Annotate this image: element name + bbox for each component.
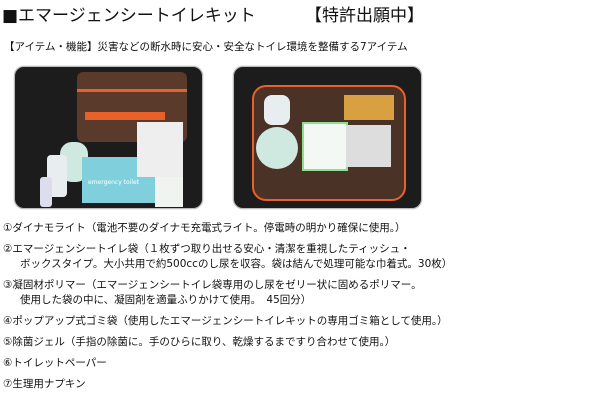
kit-contents-photo: emergency toilet	[14, 66, 203, 209]
item-text: 使用した袋の中に、凝固剤を適量ふりかけて使用。 45回分）	[20, 294, 312, 306]
intro-text: 【アイテム・機能】災害などの断水時に安心・安全なトイレ環境を整備する7アイテム	[4, 41, 408, 53]
napkin-package	[302, 122, 348, 171]
gel-bottle	[47, 155, 67, 197]
toilet-paper	[256, 127, 298, 169]
dynamo-light-package	[137, 122, 183, 177]
small-bottle	[40, 177, 52, 207]
kit-packed-photo	[233, 66, 422, 209]
item-text: ④ポップアップ式ゴミ袋（使用したエマージェンシートイレキットの専用ゴミ箱として使…	[3, 315, 448, 327]
list-item: ③凝固材ポリマー（エマージェンシートイレ袋専用のし尿をゼリー状に固めるポリマー。…	[3, 278, 452, 308]
list-item: ④ポップアップ式ゴミ袋（使用したエマージェンシートイレキットの専用ゴミ箱として使…	[3, 314, 452, 329]
list-item: ②エマージェンシートイレ袋（１枚ずつ取り出せる安心・清潔を重視したティッシュ・ボ…	[3, 242, 452, 272]
napkin-package	[155, 177, 183, 207]
item-text: ③凝固材ポリマー（エマージェンシートイレ袋専用のし尿をゼリー状に固めるポリマー。	[3, 279, 422, 291]
page-title: ■エマージェンシートイレキット	[2, 6, 256, 26]
light-package	[344, 95, 394, 120]
bag-package	[346, 125, 391, 167]
box-label: emergency toilet	[88, 179, 140, 186]
item-text: ①ダイナモライト（電池不要のダイナモ充電式ライト。停電時の明かり確保に使用。）	[3, 222, 406, 234]
item-text: ⑤除菌ジェル（手指の除菌に。手のひらに取り、乾燥するまですり合わせて使用。）	[3, 336, 396, 348]
gel-bottle	[264, 95, 290, 125]
item-text: ⑥トイレットペーパー	[3, 357, 107, 369]
bag-trim	[85, 112, 165, 120]
item-text: ボックスタイプ。大小共用で約500ccのし尿を収容。袋は結んで処理可能な巾着式。…	[20, 258, 453, 270]
list-item: ⑥トイレットペーパー	[3, 356, 452, 371]
item-list: ①ダイナモライト（電池不要のダイナモ充電式ライト。停電時の明かり確保に使用。） …	[3, 221, 452, 392]
bag-trim	[77, 89, 187, 92]
list-item: ①ダイナモライト（電池不要のダイナモ充電式ライト。停電時の明かり確保に使用。）	[3, 221, 452, 236]
item-text: ②エマージェンシートイレ袋（１枚ずつ取り出せる安心・清潔を重視したティッシュ・	[3, 243, 411, 255]
list-item: ⑤除菌ジェル（手指の除菌に。手のひらに取り、乾燥するまですり合わせて使用。）	[3, 335, 452, 350]
list-item: ⑦生理用ナプキン	[3, 377, 452, 392]
patent-pending-badge: 【特許出願中】	[305, 6, 424, 26]
item-text: ⑦生理用ナプキン	[3, 378, 86, 390]
